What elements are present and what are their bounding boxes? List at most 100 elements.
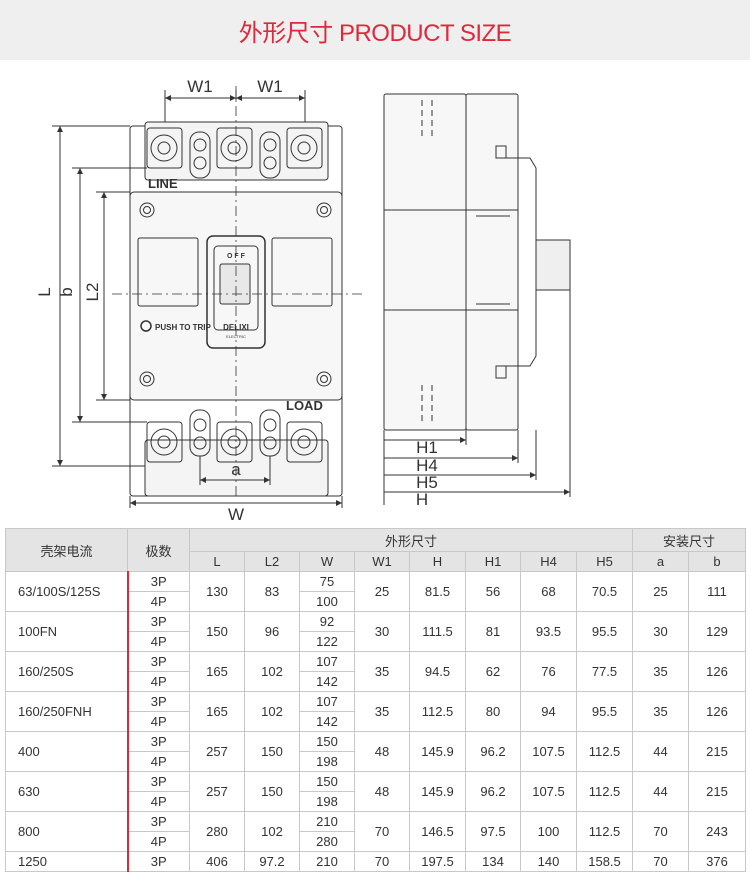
table-cell: 70.5 bbox=[575, 571, 634, 612]
dim-H1-label: H1 bbox=[416, 438, 438, 457]
brand-logo: DELIXI bbox=[223, 323, 249, 332]
table-cell: 280 bbox=[299, 831, 355, 852]
table-cell: 96.2 bbox=[465, 771, 521, 812]
table-cell: 112.5 bbox=[575, 731, 634, 772]
dimension-drawing: W1 W1 LINE LOAD PUSH TO TRIP O F F DELIX… bbox=[35, 77, 571, 524]
table-cell: 100FN bbox=[5, 611, 128, 652]
breaker-side-view bbox=[383, 93, 571, 431]
dim-W-label: W bbox=[228, 505, 244, 524]
table-cell: 142 bbox=[299, 671, 355, 692]
table-cell: 280 bbox=[189, 811, 245, 852]
table-cell: 30 bbox=[632, 611, 690, 652]
table-cell: 112.5 bbox=[575, 771, 634, 812]
table-cell: 1250 bbox=[5, 851, 128, 872]
table-cell: 77.5 bbox=[575, 651, 634, 692]
table-cell: 158.5 bbox=[575, 851, 634, 872]
table-cell: 400 bbox=[5, 731, 128, 772]
table-cell: 210 bbox=[299, 851, 355, 872]
header-col: L bbox=[189, 551, 245, 572]
table-cell: 142 bbox=[299, 711, 355, 732]
table-cell: 215 bbox=[688, 771, 747, 812]
header-col: L2 bbox=[244, 551, 300, 572]
dim-a-label: a bbox=[231, 460, 241, 479]
table-cell: 145.9 bbox=[409, 771, 466, 812]
table-cell: 111.5 bbox=[409, 611, 466, 652]
table-cell: 111 bbox=[688, 571, 747, 612]
table-cell: 160/250FNH bbox=[5, 691, 128, 732]
table-cell: 68 bbox=[520, 571, 577, 612]
table-cell: 97.2 bbox=[244, 851, 300, 872]
table-cell: 62 bbox=[465, 651, 521, 692]
dim-b-label: b bbox=[57, 287, 76, 296]
header-col: H5 bbox=[575, 551, 634, 572]
table-cell: 4P bbox=[126, 671, 190, 692]
table-cell: 83 bbox=[244, 571, 300, 612]
header-col: W1 bbox=[354, 551, 410, 572]
table-cell: 48 bbox=[354, 771, 410, 812]
table-cell: 112.5 bbox=[409, 691, 466, 732]
table-cell: 70 bbox=[632, 811, 690, 852]
table-cell: 107 bbox=[299, 651, 355, 672]
table-cell: 165 bbox=[189, 651, 245, 692]
page-title: 外形尺寸 PRODUCT SIZE bbox=[238, 20, 512, 47]
table-cell: 107 bbox=[299, 691, 355, 712]
table-cell: 35 bbox=[354, 691, 410, 732]
dim-L-label: L bbox=[35, 287, 54, 296]
table-cell: 94.5 bbox=[409, 651, 466, 692]
title-bar: 外形尺寸 PRODUCT SIZE bbox=[0, 0, 750, 60]
table-cell: 150 bbox=[244, 731, 300, 772]
line-label: LINE bbox=[148, 176, 178, 191]
dim-L2-label: L2 bbox=[83, 283, 102, 302]
table-cell: 150 bbox=[189, 611, 245, 652]
table-cell: 215 bbox=[688, 731, 747, 772]
table-cell: 102 bbox=[244, 651, 300, 692]
table-cell: 70 bbox=[632, 851, 690, 872]
table-cell: 145.9 bbox=[409, 731, 466, 772]
table-cell: 92 bbox=[299, 611, 355, 632]
table-cell: 150 bbox=[299, 771, 355, 792]
load-label: LOAD bbox=[286, 398, 323, 413]
table-cell: 243 bbox=[688, 811, 747, 852]
table-cell: 210 bbox=[299, 811, 355, 832]
table-cell: 140 bbox=[520, 851, 577, 872]
table-cell: 126 bbox=[688, 651, 747, 692]
table-cell: 44 bbox=[632, 731, 690, 772]
table-cell: 150 bbox=[299, 731, 355, 752]
table-cell: 630 bbox=[5, 771, 128, 812]
table-cell: 25 bbox=[354, 571, 410, 612]
table-cell: 3P bbox=[126, 651, 190, 672]
table-cell: 130 bbox=[189, 571, 245, 612]
header-col: H4 bbox=[520, 551, 577, 572]
table-cell: 48 bbox=[354, 731, 410, 772]
table-cell: 70 bbox=[354, 851, 410, 872]
table-cell: 122 bbox=[299, 631, 355, 652]
table-cell: 406 bbox=[189, 851, 245, 872]
dim-H4-label: H4 bbox=[416, 456, 438, 475]
table-cell: 75 bbox=[299, 571, 355, 592]
brand-sub: ELECTRIC bbox=[226, 334, 246, 339]
table-cell: 4P bbox=[126, 711, 190, 732]
top-terminals bbox=[146, 127, 323, 179]
table-cell: 198 bbox=[299, 751, 355, 772]
table-cell: 100 bbox=[520, 811, 577, 852]
table-cell: 197.5 bbox=[409, 851, 466, 872]
table-cell: 96 bbox=[244, 611, 300, 652]
table-cell: 150 bbox=[244, 771, 300, 812]
table-cell: 81 bbox=[465, 611, 521, 652]
table-cell: 3P bbox=[126, 691, 190, 712]
header-col: W bbox=[299, 551, 355, 572]
table-cell: 126 bbox=[688, 691, 747, 732]
toggle-handle bbox=[219, 263, 251, 305]
table-cell: 198 bbox=[299, 791, 355, 812]
table-cell: 134 bbox=[465, 851, 521, 872]
header-outline: 外形尺寸 bbox=[188, 528, 634, 552]
table-cell: 35 bbox=[632, 651, 690, 692]
